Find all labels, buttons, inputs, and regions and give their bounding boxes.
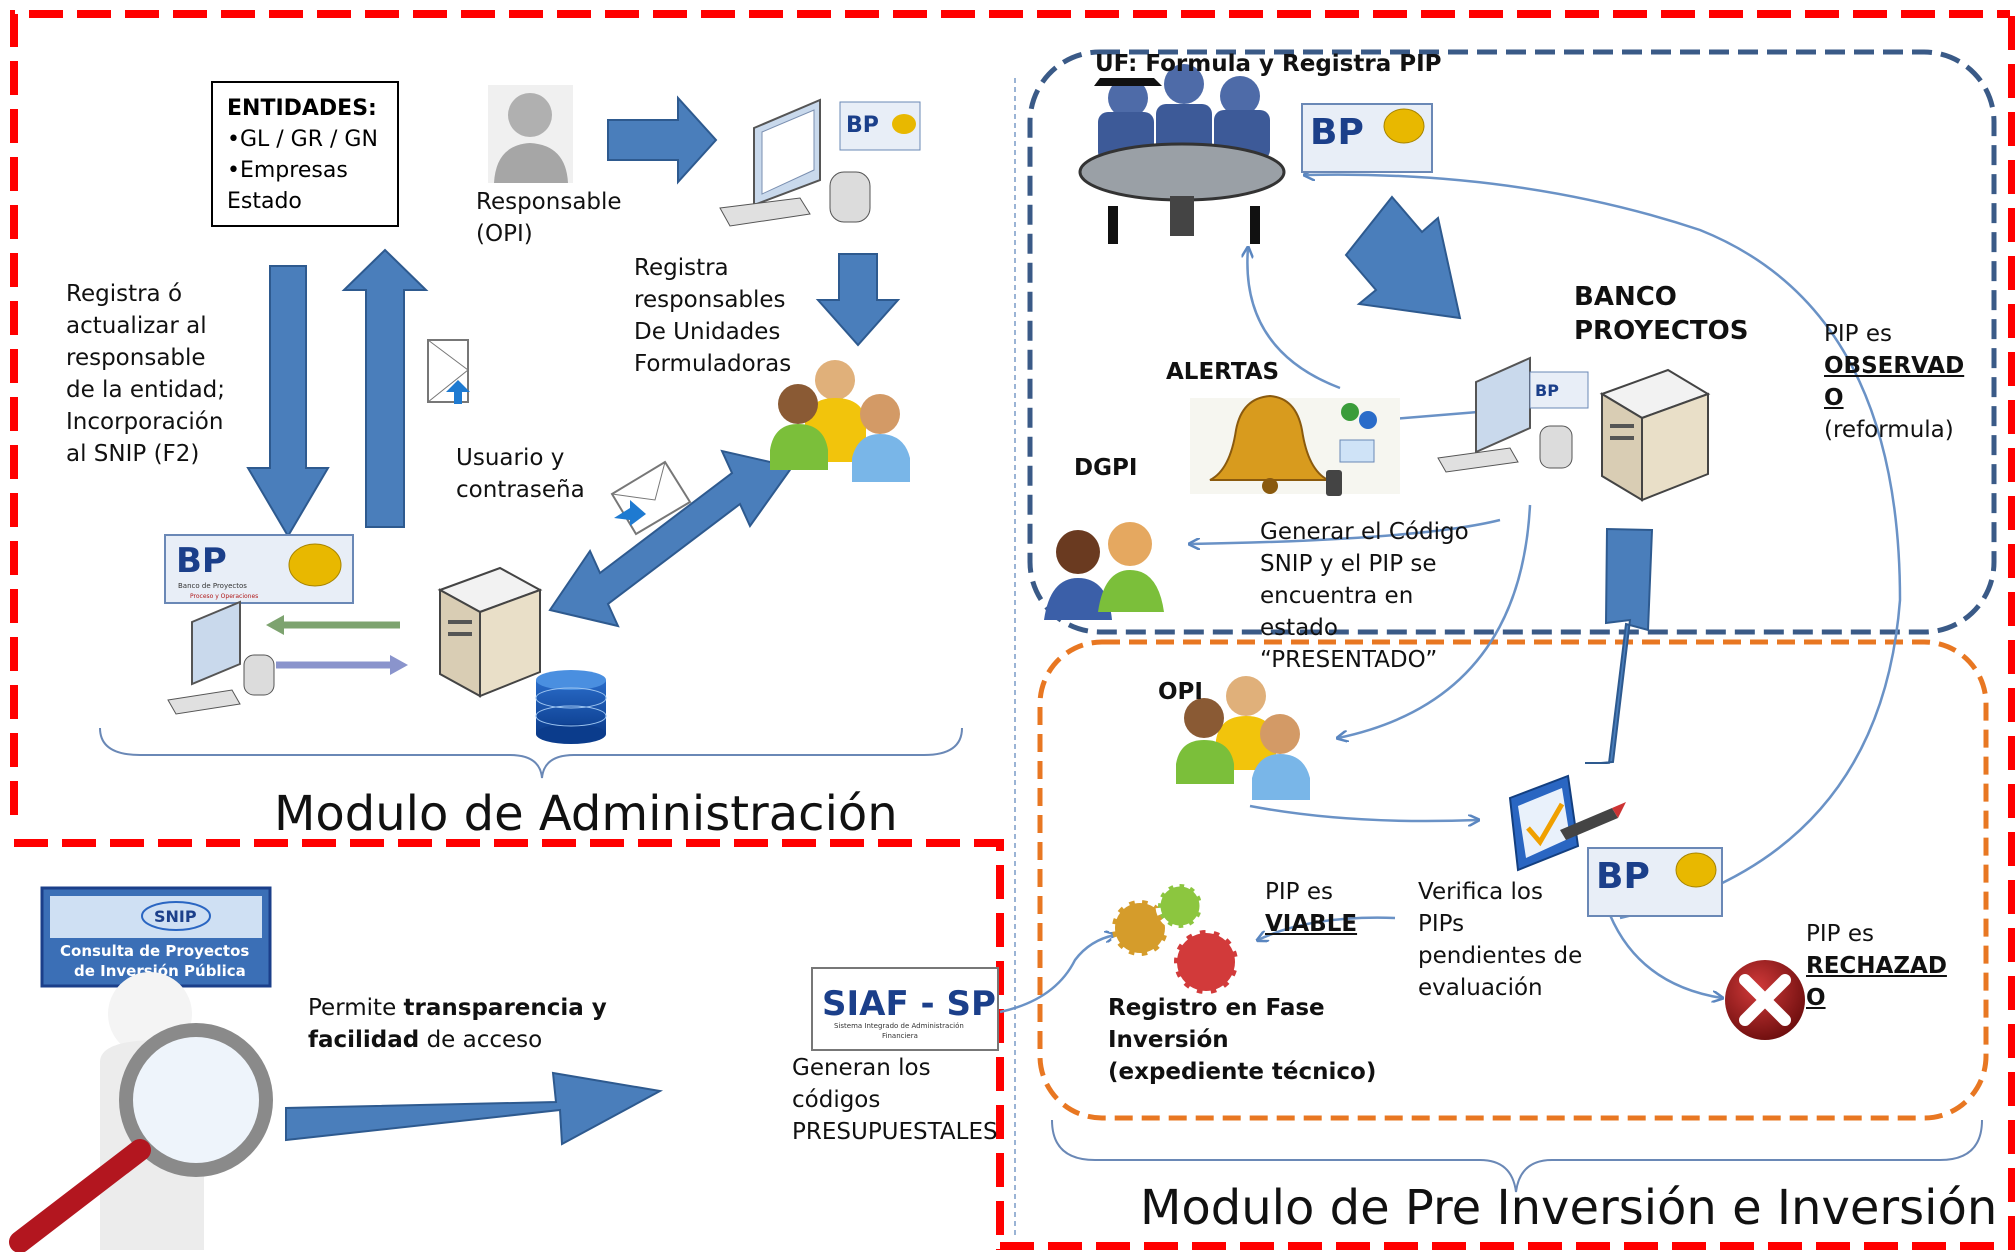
curve-opi-to-check <box>1249 804 1478 821</box>
bp-logo-left: BP Banco de Proyectos Proceso y Operacio… <box>164 534 354 604</box>
opi-label: OPI <box>1158 679 1203 705</box>
svg-text:BP: BP <box>1596 856 1650 897</box>
svg-text:Consulta de Proyectos: Consulta de Proyectos <box>60 942 249 960</box>
block-arrow-transparencia <box>285 1071 664 1146</box>
svg-text:de Inversión Pública: de Inversión Pública <box>74 962 246 980</box>
users-group-icon-admin <box>770 360 910 482</box>
curve-check-to-rechazado <box>1608 914 1722 998</box>
checkmark-form-icon <box>1508 774 1626 872</box>
opi-group-border <box>1037 639 1989 1121</box>
snip-logo: SNIP Consulta de Proyectos de Inversión … <box>40 886 272 988</box>
usuario-label: Usuario y contraseña <box>456 445 585 503</box>
opi-people-icon <box>1176 676 1310 800</box>
svg-text:Proceso y Operaciones: Proceso y Operaciones <box>190 593 258 600</box>
dgpi-people-icon <box>1044 522 1164 620</box>
server-icon-banco <box>1599 368 1711 502</box>
banco-proyectos-label: BANCO PROYECTOS <box>1574 282 1749 346</box>
svg-text:Banco de Proyectos: Banco de Proyectos <box>178 582 247 590</box>
block-arrow-uf-to-banco <box>1344 195 1462 320</box>
entidades-item: •GL / GR / GN <box>227 127 378 152</box>
svg-text:SIAF - SP: SIAF - SP <box>822 984 996 1024</box>
svg-text:Financiera: Financiera <box>882 1032 918 1040</box>
admin-brace <box>99 727 963 779</box>
block-arrow-double-banco-opi <box>1585 527 1654 764</box>
envelope-icon-vertical <box>427 339 470 404</box>
gears-icon <box>1109 881 1241 997</box>
computer-icon-top <box>719 98 871 227</box>
reject-x-icon <box>1725 960 1805 1040</box>
viable-label: PIP es VIABLE <box>1265 879 1358 937</box>
bp-logo-uf: BP <box>1301 103 1433 173</box>
transparencia-label: Permite transparencia y facilidad de acc… <box>308 995 607 1053</box>
computer-icon-right <box>1437 356 1573 473</box>
person-icon <box>488 85 573 183</box>
envelope-icon-diagonal <box>610 460 692 536</box>
module-preinversion-title: Modulo de Pre Inversión e Inversión <box>1140 1180 1998 1236</box>
responsable-label: Responsable (OPI) <box>476 189 622 247</box>
bp-logo-pc-right: BP <box>1529 371 1589 409</box>
alert-bell-icon <box>1190 394 1400 496</box>
entidades-box: ENTIDADES: •GL / GR / GN •Empresas Estad… <box>211 81 399 227</box>
uf-label: UF: Formula y Registra PIP <box>1095 51 1442 77</box>
entidades-title: ENTIDADES: <box>227 96 377 121</box>
curve-pc-to-dgpi <box>1190 518 1501 544</box>
generan-codigos-label: Generan los códigos PRESUPUESTALES <box>792 1055 998 1145</box>
block-arrow-up-entidades <box>341 248 429 528</box>
curve-pc-to-opi <box>1338 504 1532 738</box>
preinv-brace <box>1051 1119 1983 1193</box>
svg-text:Sistema Integrado de Administr: Sistema Integrado de Administración <box>834 1022 964 1030</box>
dgpi-label: DGPI <box>1074 455 1138 481</box>
database-icon <box>535 670 607 744</box>
curve-alertas-to-uf <box>1247 248 1341 390</box>
generar-codigo-label: Generar el Código SNIP y el PIP se encue… <box>1260 519 1469 673</box>
svg-text:BP: BP <box>1310 112 1364 153</box>
svg-text:SNIP: SNIP <box>154 907 197 926</box>
registra-actualizar-label: Registra ó actualizar al responsable de … <box>66 281 226 467</box>
siaf-sp-logo: SIAF - SP Sistema Integrado de Administr… <box>811 967 999 1051</box>
svg-text:BP: BP <box>176 541 227 581</box>
module-admin-title: Modulo de Administración <box>274 786 898 842</box>
uf-group-border <box>1027 49 1997 635</box>
alertas-label: ALERTAS <box>1166 359 1280 385</box>
entidades-item: •Empresas <box>227 158 348 183</box>
curve-observado-to-uf <box>1305 175 1902 920</box>
admin-module-border <box>10 10 2015 1250</box>
rechazado-label: PIP es RECHAZAD O <box>1806 921 1947 1011</box>
entidades-item: Estado <box>227 189 302 214</box>
server-icon-admin <box>437 566 543 698</box>
svg-text:BP: BP <box>846 113 879 138</box>
bp-logo-top: BP <box>839 101 921 151</box>
block-arrow-down-entidades <box>246 265 330 538</box>
bp-logo-check: BP <box>1587 847 1723 917</box>
registro-fase-label: Registro en Fase Inversión (expediente t… <box>1108 995 1377 1085</box>
curve-verifica-to-viable <box>1258 916 1396 940</box>
observado-label: PIP es OBSERVAD O (reformula) <box>1824 321 1965 443</box>
block-arrow-down-pc <box>815 253 901 347</box>
svg-text:BP: BP <box>1535 381 1559 400</box>
magnifier-figure-icon <box>9 972 273 1252</box>
registra-responsables-label: Registra responsables De Unidades Formul… <box>634 255 792 377</box>
verifica-label: Verifica los PIPs pendientes de evaluaci… <box>1418 879 1583 1001</box>
team-table-icon <box>1078 64 1286 244</box>
computer-icon-left <box>167 600 275 715</box>
curve-registro-to-siaf <box>999 935 1115 1014</box>
block-arrow-right-responsable <box>607 95 718 185</box>
